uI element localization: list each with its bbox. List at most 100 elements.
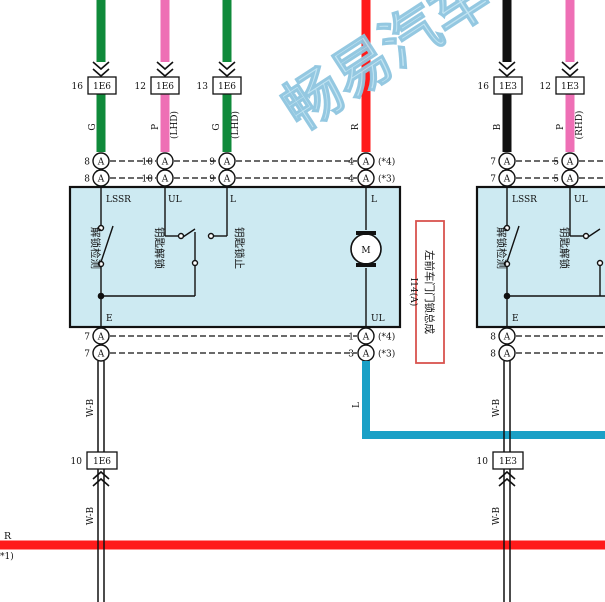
- pin-1-3-bottom: A 1 (*4) A 3 (*3): [348, 327, 395, 362]
- terminal-lssr: LSSR: [106, 195, 131, 205]
- component-name: 左前车门门锁总成: [423, 250, 436, 334]
- right-bottom-pin-rows: [516, 335, 605, 354]
- svg-text:B: B: [493, 123, 503, 130]
- svg-text:L: L: [352, 402, 362, 408]
- svg-text:8: 8: [490, 333, 496, 343]
- svg-text:10: 10: [71, 457, 83, 467]
- svg-text:5: 5: [553, 158, 559, 168]
- svg-text:A: A: [503, 175, 511, 185]
- right-door-lock-box: [475, 185, 605, 329]
- pin-4-top: A 4 (*4) A 4 (*3): [348, 152, 395, 187]
- right-pin-8-bottom: A 8 A 8: [490, 327, 516, 362]
- pin-10-top: A 10 A 10: [142, 152, 174, 187]
- svg-text:1E6: 1E6: [93, 82, 111, 92]
- bottom-bus-label: R: [4, 531, 12, 542]
- pin-8-top: A 8 A 8: [84, 152, 110, 187]
- svg-text:A: A: [503, 350, 511, 360]
- svg-text:(LHD): (LHD): [230, 111, 241, 139]
- svg-text:P: P: [556, 124, 566, 130]
- svg-text:1E6: 1E6: [93, 457, 111, 467]
- right-switch-label-key-unlock: 钥匙解锁: [558, 227, 571, 269]
- svg-text:M: M: [361, 246, 370, 256]
- svg-text:A: A: [97, 333, 105, 343]
- svg-text:10: 10: [142, 175, 154, 185]
- top-connector-3: 1E6 13 G (LHD): [197, 61, 242, 139]
- svg-text:A: A: [97, 175, 105, 185]
- svg-text:G: G: [88, 123, 98, 130]
- svg-text:(*4): (*4): [378, 157, 395, 168]
- right-switch-label-unlock-detect: 解锁检测: [495, 227, 508, 269]
- right-terminal-e: E: [512, 314, 519, 324]
- left-wb-wire: W-B W-B: [86, 361, 105, 602]
- left-door-lock-box: [68, 185, 402, 329]
- right-terminal-lssr: LSSR: [512, 195, 537, 205]
- svg-text:A: A: [566, 175, 574, 185]
- svg-text:(*4): (*4): [378, 332, 395, 343]
- svg-text:P: P: [151, 124, 161, 130]
- terminal-e: E: [106, 314, 113, 324]
- svg-text:5: 5: [553, 175, 559, 185]
- switch-label-key-unlock: 钥匙解锁: [153, 227, 166, 269]
- svg-text:8: 8: [84, 175, 90, 185]
- svg-text:(LHD): (LHD): [169, 111, 180, 139]
- svg-text:W-B: W-B: [492, 398, 502, 417]
- svg-text:1: 1: [348, 333, 354, 343]
- svg-text:9: 9: [209, 175, 215, 185]
- top-connector-1: 1E6 16 G: [72, 61, 117, 131]
- right-top-pin-rows: [516, 160, 605, 179]
- motor-icon: M: [350, 231, 382, 267]
- terminal-ul-bottom: UL: [371, 314, 385, 324]
- svg-text:(*3): (*3): [378, 349, 395, 360]
- svg-text:7: 7: [490, 175, 496, 185]
- svg-text:8: 8: [84, 158, 90, 168]
- right-internal-circuit: [503, 187, 605, 327]
- bottom-bus-note: *1): [0, 551, 14, 562]
- svg-text:7: 7: [84, 350, 90, 360]
- svg-text:9: 9: [209, 158, 215, 168]
- svg-text:1E6: 1E6: [218, 82, 236, 92]
- svg-text:(RHD): (RHD): [574, 111, 585, 140]
- svg-text:A: A: [566, 158, 574, 168]
- svg-text:A: A: [362, 333, 370, 343]
- svg-text:10: 10: [142, 158, 154, 168]
- svg-text:12: 12: [135, 82, 146, 92]
- top-connector-4: 1E3 16 B: [478, 61, 523, 130]
- right-pin-7-top: A 7 A 7: [490, 152, 516, 187]
- terminal-l: L: [230, 195, 236, 205]
- svg-text:7: 7: [84, 333, 90, 343]
- svg-text:(*3): (*3): [378, 174, 395, 185]
- svg-text:A: A: [223, 158, 231, 168]
- svg-text:4: 4: [348, 158, 354, 168]
- svg-text:W-B: W-B: [86, 398, 96, 417]
- svg-text:A: A: [97, 350, 105, 360]
- left-internal-circuit: [97, 187, 367, 327]
- watermark: 畅易汽车: [271, 0, 503, 144]
- switch-label-unlock-detect: 解锁检测: [89, 227, 102, 269]
- svg-text:4: 4: [348, 175, 354, 185]
- svg-text:12: 12: [540, 82, 551, 92]
- motor-output-wire: L: [352, 361, 605, 439]
- svg-text:A: A: [97, 158, 105, 168]
- svg-text:1E3: 1E3: [499, 457, 517, 467]
- svg-text:A: A: [503, 158, 511, 168]
- svg-text:3: 3: [348, 350, 354, 360]
- svg-text:16: 16: [478, 82, 490, 92]
- svg-text:1E3: 1E3: [561, 82, 579, 92]
- pin-9-top: A 9 A 9: [209, 152, 236, 187]
- svg-text:8: 8: [490, 350, 496, 360]
- svg-text:A: A: [503, 333, 511, 343]
- right-wb-wire: W-B W-B: [492, 361, 511, 602]
- right-terminal-ul: UL: [574, 195, 588, 205]
- right-pin-5-top: A 5 A 5: [553, 152, 579, 187]
- component-code: I14(A): [408, 278, 419, 307]
- svg-text:1E6: 1E6: [156, 82, 174, 92]
- switch-label-key-lock: 钥匙锁止: [233, 227, 246, 269]
- top-connector-5: 1E3 12 P (RHD): [540, 61, 585, 140]
- svg-text:W-B: W-B: [492, 506, 502, 525]
- svg-text:1E3: 1E3: [499, 82, 517, 92]
- svg-text:7: 7: [490, 158, 496, 168]
- svg-text:W-B: W-B: [86, 506, 96, 525]
- red-wire-label: R: [351, 123, 361, 130]
- svg-text:16: 16: [72, 82, 84, 92]
